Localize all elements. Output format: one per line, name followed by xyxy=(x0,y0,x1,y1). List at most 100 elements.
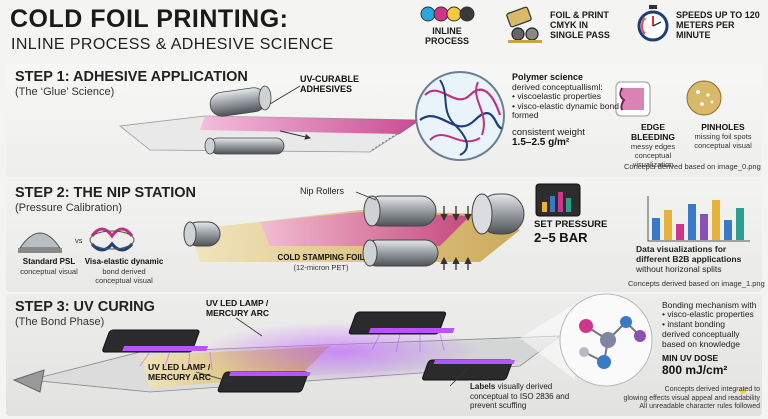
mini-chart-bar xyxy=(676,224,684,240)
defect-title: PINHOLES xyxy=(701,122,745,132)
dataviz-caption: Data visualizations for different B2B ap… xyxy=(636,244,760,274)
foil-printer-icon xyxy=(506,6,542,43)
bonding-tail: derived conceptually based on knowledge xyxy=(662,329,740,349)
substrate-web xyxy=(119,115,422,153)
uv-lamp-bottom-right xyxy=(422,359,515,381)
visco-caption: Visa-elastic dynamic bond derived concep… xyxy=(84,257,164,285)
pressure-box: SET PRESSURE 2–5 BAR xyxy=(534,219,608,246)
bonding-heading: Bonding mechanism with xyxy=(662,300,757,310)
bonding-box: Bonding mechanism with visco-elastic pro… xyxy=(662,300,764,377)
step3-subtitle: (The Bond Phase) xyxy=(15,316,105,328)
nip-roller-top xyxy=(363,195,437,227)
psl-title: Standard PSL xyxy=(22,257,76,266)
pinholes-icon xyxy=(686,80,722,116)
visco-title: Visa-elastic dynamic xyxy=(84,257,164,266)
stopwatch-icon xyxy=(637,5,669,42)
unwind-roller xyxy=(183,221,221,247)
bonding-bullet: instant bonding xyxy=(662,319,764,330)
feature-inline-process: INLINE PROCESS xyxy=(420,4,475,46)
feature-label: SPEEDS UP TO 120 METERS PER MINUTE xyxy=(676,10,760,40)
polymer-heading: Polymer science xyxy=(512,72,584,82)
mini-chart-bar xyxy=(736,208,744,240)
bonding-bullet: visco-elastic properties xyxy=(662,309,764,320)
polymer-intro: derived conceptuallisml: xyxy=(512,82,603,92)
dataviz-bold: Data visualizations for different B2B ap… xyxy=(636,244,742,264)
polymer-bullet: viscoelastic properties xyxy=(512,91,622,102)
dataviz-mini-chart xyxy=(647,196,750,242)
labels-caption: Labels visually derived conceptual to IS… xyxy=(470,382,578,411)
defect-title: EDGE BLEEDING xyxy=(631,122,675,142)
polymer-bullets: viscoelastic properties visco-elastic dy… xyxy=(512,91,622,121)
standard-psl-icon xyxy=(18,232,62,253)
mini-chart-bar xyxy=(688,204,696,240)
uv-lamp-bottom-left xyxy=(217,371,311,393)
weight-value: 1.5–2.5 g/m² xyxy=(512,136,570,148)
mini-chart-axis xyxy=(647,196,750,242)
defect-pinholes: PINHOLES missing foil spots conceptual v… xyxy=(690,122,756,150)
defect-desc: messy edges conceptual visualization xyxy=(630,142,676,169)
defect-desc: missing foil spots conceptual visual xyxy=(694,132,752,150)
nip-rollers-label: Nip Rollers xyxy=(300,186,345,196)
page-title: COLD FOIL PRINTING: xyxy=(10,5,289,33)
visco-bond-icon xyxy=(89,227,135,252)
footnote-line: Concepts derived integrated to xyxy=(664,386,760,393)
vs-label: vs xyxy=(75,236,83,245)
labels-rest: visually derived conceptual to ISO 2836 … xyxy=(470,382,570,410)
foil-label: COLD STAMPING FOIL xyxy=(277,253,365,262)
applicator-roller xyxy=(209,85,272,117)
page-subtitle: INLINE PROCESS & ADHESIVE SCIENCE xyxy=(11,36,334,53)
labels-bold: Labels xyxy=(470,382,496,391)
feature-label: INLINE PROCESS xyxy=(424,26,469,46)
defect-edge-bleeding: EDGE BLEEDING messy edges conceptual vis… xyxy=(618,122,688,169)
footnote-line: glowing effects visual appeal and readab… xyxy=(623,394,760,402)
glow-dot-icon xyxy=(740,388,746,394)
pressure-arrows xyxy=(440,206,472,270)
uv-lamp-top-left xyxy=(102,329,209,353)
web-direction-arrow xyxy=(12,369,45,393)
pressure-value: 2–5 BAR xyxy=(534,230,588,245)
pressure-label: SET PRESSURE xyxy=(534,219,608,230)
footnote-line: All unreadable character rules followed xyxy=(639,403,760,410)
mini-chart-bar xyxy=(700,214,708,240)
molecule-magnifier xyxy=(520,293,653,387)
pressure-gauge-icon xyxy=(535,183,581,217)
step3-footnote: Concepts derived integrated to glowing e… xyxy=(624,386,760,412)
step2-footnote: Concepts derived based on image_1.png xyxy=(628,279,765,288)
step2-subtitle: (Pressure Calibration) xyxy=(15,202,122,214)
mini-chart-bar xyxy=(664,210,672,240)
polymer-bullet: visco-elastic dynamic bond formed xyxy=(512,101,622,121)
uv-curable-label: UV-CURABLE ADHESIVES xyxy=(300,74,360,94)
lamp-bottom-label: UV LED LAMP / MERCURY ARC xyxy=(148,362,211,382)
lower-roller xyxy=(204,137,285,155)
foil-caption: COLD STAMPING FOIL (12-micron PET) xyxy=(272,253,370,272)
step1-subtitle: (The ‘Glue’ Science) xyxy=(15,86,115,98)
feature-foil-print: FOIL & PRINT CMYK IN SINGLE PASS xyxy=(504,4,618,44)
foil-sub: (12-micron PET) xyxy=(293,263,349,272)
step3-title: STEP 3: UV CURING xyxy=(15,299,155,315)
dose-label: MIN UV DOSE xyxy=(662,353,719,363)
dose-value: 800 mJ/cm² xyxy=(662,363,728,377)
mini-chart-bar xyxy=(652,218,660,240)
visco-desc: bond derived conceptual visual xyxy=(95,267,153,285)
polymer-science-box: Polymer science derived conceptuallisml:… xyxy=(512,72,622,148)
uv-beams xyxy=(139,333,445,371)
step1-footnote: Concepts derived based on image_0.png xyxy=(624,162,761,171)
psl-caption: Standard PSL conceptual visual xyxy=(19,257,79,276)
polymer-magnifier xyxy=(371,71,505,161)
mini-chart-bar xyxy=(724,220,732,240)
weight-label: consistent weight xyxy=(512,126,585,138)
rewind-roller xyxy=(471,193,525,235)
step1-title: STEP 1: ADHESIVE APPLICATION xyxy=(15,69,248,85)
feature-speed: SPEEDS UP TO 120 METERS PER MINUTE xyxy=(636,4,768,44)
uv-lamp-top-right xyxy=(348,311,455,335)
step2-title: STEP 2: THE NIP STATION xyxy=(15,185,197,201)
cmyk-dots-icon xyxy=(420,6,475,22)
bonding-bullets: visco-elastic properties instant bonding xyxy=(662,309,764,330)
dataviz-rest: without horizonal splits xyxy=(636,264,722,274)
nip-roller-bottom xyxy=(362,239,439,267)
mini-chart-bar xyxy=(712,200,720,240)
lamp-top-label: UV LED LAMP / MERCURY ARC xyxy=(206,298,269,318)
